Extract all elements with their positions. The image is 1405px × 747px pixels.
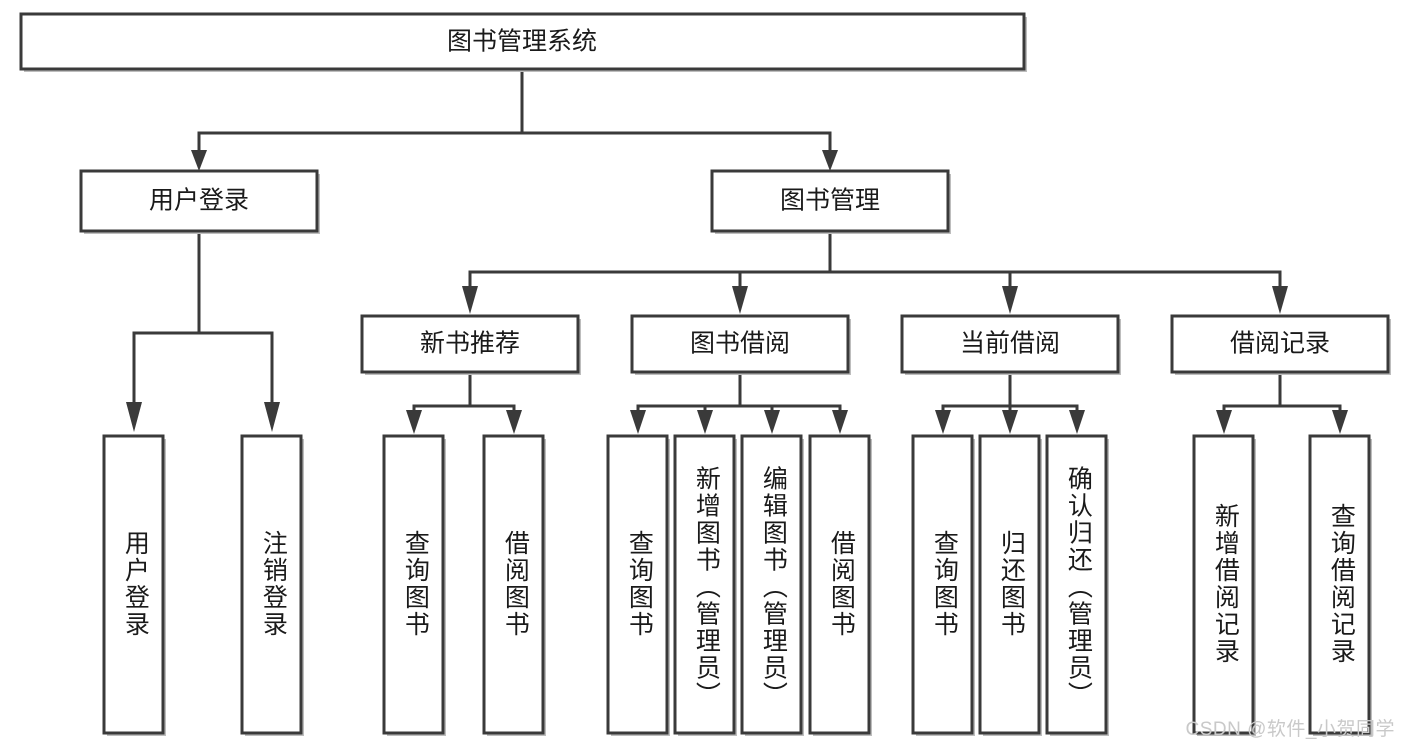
node-borrow-record-box[interactable] xyxy=(1170,314,1390,374)
arrowhead-currentborrow-leaf-3 xyxy=(1069,410,1085,434)
connector-currentborrow-bus xyxy=(941,372,1079,414)
leaf-book-borrow-3[interactable]: 编辑图书（管理员） xyxy=(740,434,804,736)
arrowhead-current-borrow xyxy=(1002,286,1018,314)
leaf-book-borrow-4[interactable]: 借阅图书 xyxy=(808,434,872,736)
leaf-new-book-1-box[interactable] xyxy=(382,434,445,735)
leaf-book-borrow-3-label: 编辑图书（管理员） xyxy=(759,466,788,709)
arrowhead-newbook-leaf-2 xyxy=(506,410,522,434)
leaf-current-borrow-1-box[interactable] xyxy=(911,434,974,735)
node-current-borrow-box[interactable] xyxy=(900,314,1120,374)
leaf-book-borrow-3-box[interactable] xyxy=(740,434,803,735)
arrowhead-new-book-recommend xyxy=(462,286,478,314)
leaf-book-borrow-2-box[interactable] xyxy=(673,434,736,735)
leaf-current-borrow-2[interactable]: 归还图书 xyxy=(978,434,1042,736)
leaf-book-borrow-4-label: 借阅图书 xyxy=(827,530,856,638)
node-user-login-label: 用户登录 xyxy=(149,187,249,215)
arrowhead-currentborrow-leaf-2 xyxy=(1002,410,1018,434)
node-book-borrow[interactable]: 图书借阅 xyxy=(630,314,851,375)
leaf-borrow-record-2-label: 查询借阅记录 xyxy=(1327,503,1356,665)
node-user-login[interactable]: 用户登录 xyxy=(79,169,320,234)
leaf-user-login-1-label: 用户登录 xyxy=(121,530,150,638)
node-new-book-recommend-label: 新书推荐 xyxy=(420,330,520,358)
leaf-user-login-1[interactable]: 用户登录 xyxy=(102,434,166,736)
node-book-borrow-box[interactable] xyxy=(630,314,850,374)
arrowhead-user-login xyxy=(191,150,207,171)
connector-borrowrecord-bus xyxy=(1222,372,1342,414)
connector-bookborrow-bus xyxy=(636,372,842,414)
leaf-book-borrow-1[interactable]: 查询图书 xyxy=(606,434,670,736)
node-root[interactable]: 图书管理系统 xyxy=(19,12,1027,72)
arrowhead-bookborrow-leaf-4 xyxy=(832,410,848,434)
arrowhead-borrow-record xyxy=(1272,286,1288,314)
leaf-current-borrow-3-label: 确认归还（管理员） xyxy=(1064,466,1093,709)
leaf-book-borrow-2-label: 新增图书（管理员） xyxy=(692,466,721,709)
leaf-new-book-1[interactable]: 查询图书 xyxy=(382,434,446,736)
connector-bookmanage-bus xyxy=(468,230,1282,290)
arrowhead-bookborrow-leaf-1 xyxy=(630,410,646,434)
leaf-new-book-2-label: 借阅图书 xyxy=(501,530,530,638)
arrowhead-leaf-logout xyxy=(264,402,280,432)
arrowhead-borrowrecord-leaf-1 xyxy=(1216,410,1232,434)
leaf-borrow-record-1-label: 新增借阅记录 xyxy=(1211,503,1240,665)
leaf-current-borrow-1-label: 查询图书 xyxy=(930,530,959,638)
node-new-book-recommend-box[interactable] xyxy=(360,314,580,374)
node-current-borrow[interactable]: 当前借阅 xyxy=(900,314,1121,375)
leaf-borrow-record-1-box[interactable] xyxy=(1192,434,1255,735)
connector-userlogin-bus xyxy=(132,230,274,406)
node-new-book-recommend[interactable]: 新书推荐 xyxy=(360,314,581,375)
node-borrow-record[interactable]: 借阅记录 xyxy=(1170,314,1391,375)
arrowhead-newbook-leaf-1 xyxy=(406,410,422,434)
node-book-manage[interactable]: 图书管理 xyxy=(710,169,951,234)
leaf-user-login-2-label: 注销登录 xyxy=(259,530,288,638)
arrowhead-bookborrow-leaf-2 xyxy=(697,410,713,434)
leaf-current-borrow-2-label: 归还图书 xyxy=(997,530,1026,638)
arrowhead-currentborrow-leaf-1 xyxy=(935,410,951,434)
leaf-book-borrow-2[interactable]: 新增图书（管理员） xyxy=(673,434,737,736)
arrowhead-bookborrow-leaf-3 xyxy=(764,410,780,434)
node-user-login-box[interactable] xyxy=(79,169,319,233)
leaf-borrow-record-2[interactable]: 查询借阅记录 xyxy=(1308,434,1372,736)
leaf-book-borrow-4-box[interactable] xyxy=(808,434,871,735)
arrowhead-borrowrecord-leaf-2 xyxy=(1332,410,1348,434)
arrowhead-book-borrow xyxy=(732,286,748,314)
leaf-book-borrow-1-label: 查询图书 xyxy=(625,530,654,638)
leaf-current-borrow-1[interactable]: 查询图书 xyxy=(911,434,975,736)
leaf-user-login-1-box[interactable] xyxy=(102,434,165,735)
leaf-new-book-2-box[interactable] xyxy=(482,434,545,735)
leaf-book-borrow-1-box[interactable] xyxy=(606,434,669,735)
arrowhead-book-manage xyxy=(822,150,838,171)
node-root-label: 图书管理系统 xyxy=(447,28,597,56)
node-root-box[interactable] xyxy=(19,12,1026,71)
leaf-new-book-2[interactable]: 借阅图书 xyxy=(482,434,546,736)
connector-group xyxy=(126,67,1348,434)
node-book-manage-box[interactable] xyxy=(710,169,950,233)
connector-root-to-level2 xyxy=(197,67,832,154)
node-book-borrow-label: 图书借阅 xyxy=(690,330,790,358)
leaf-current-borrow-2-box[interactable] xyxy=(978,434,1041,735)
node-current-borrow-label: 当前借阅 xyxy=(960,330,1060,358)
node-book-manage-label: 图书管理 xyxy=(780,187,880,215)
leaf-borrow-record-2-box[interactable] xyxy=(1308,434,1371,735)
leaf-borrow-record-1[interactable]: 新增借阅记录 xyxy=(1192,434,1256,736)
connector-newbook-bus xyxy=(412,372,516,414)
arrowhead-leaf-user-login xyxy=(126,402,142,432)
leaf-current-borrow-3-box[interactable] xyxy=(1045,434,1108,735)
leaf-user-login-2-box[interactable] xyxy=(240,434,303,735)
node-borrow-record-label: 借阅记录 xyxy=(1230,330,1330,358)
leaf-user-login-2[interactable]: 注销登录 xyxy=(240,434,304,736)
leaf-current-borrow-3[interactable]: 确认归还（管理员） xyxy=(1045,434,1109,736)
leaf-new-book-1-label: 查询图书 xyxy=(401,530,430,638)
